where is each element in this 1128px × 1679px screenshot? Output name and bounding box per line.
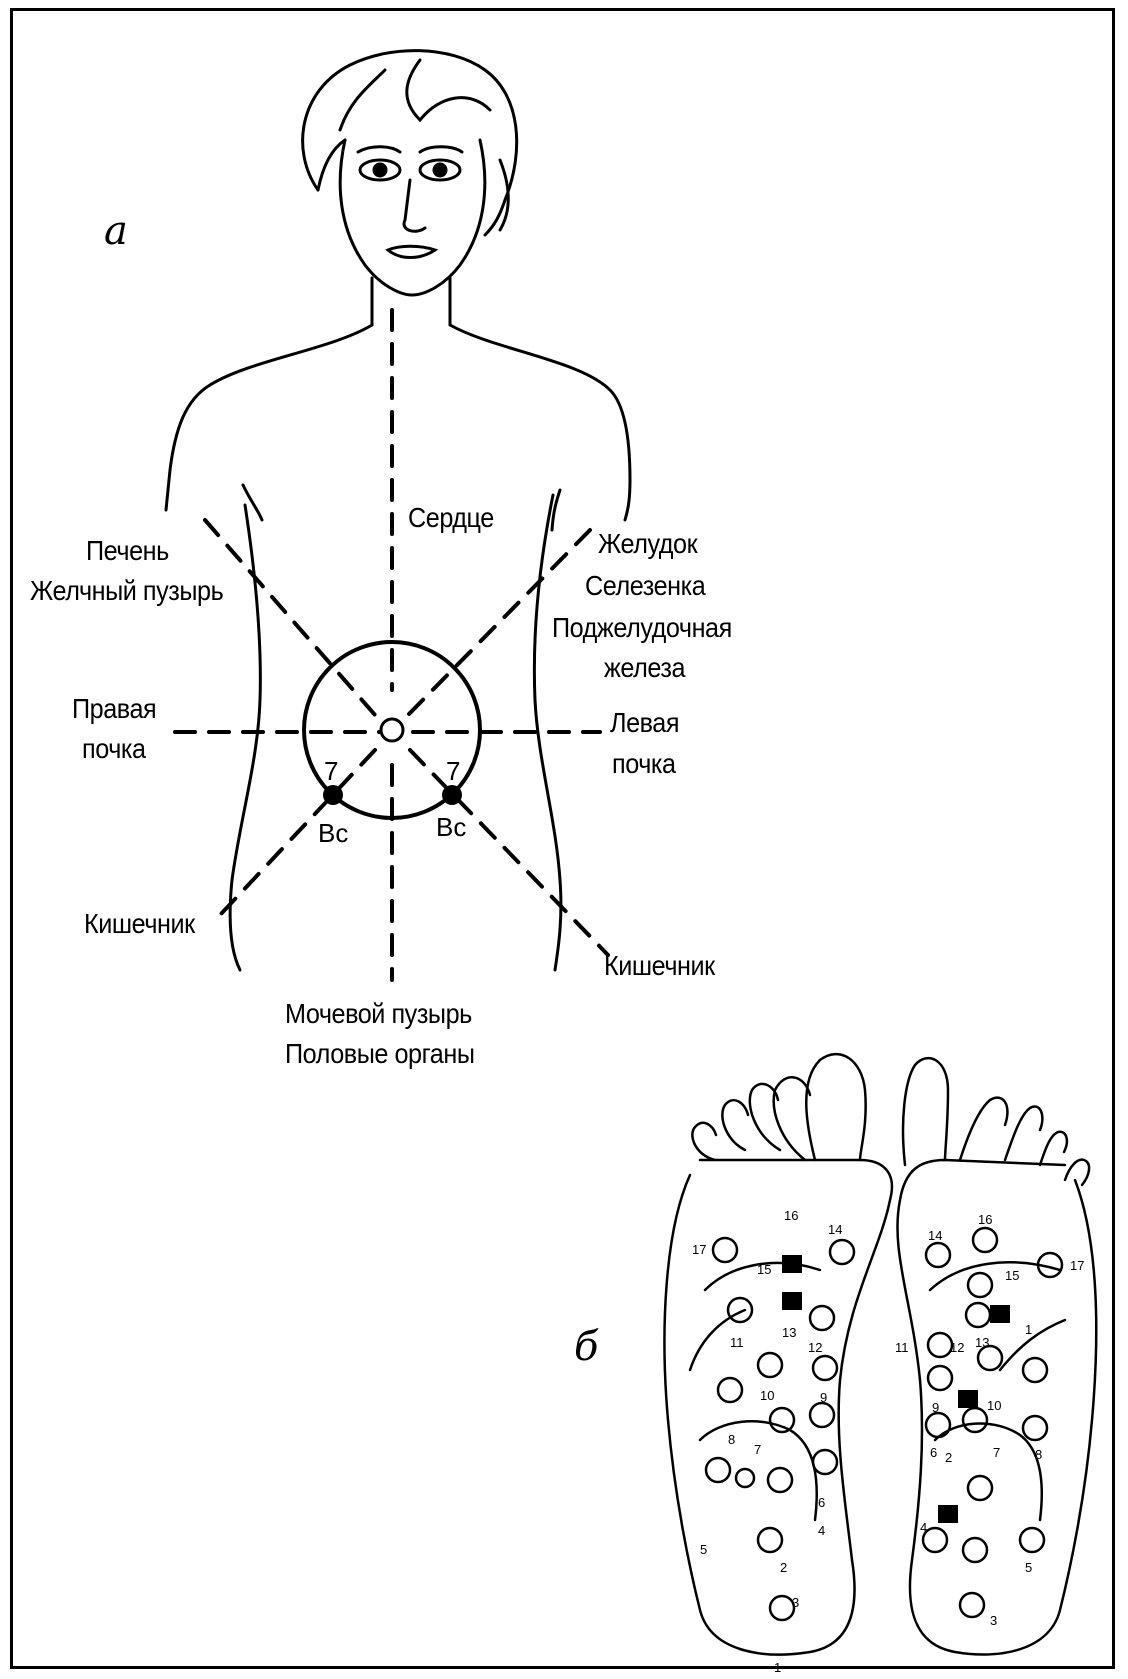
line-lower-left [220, 750, 375, 915]
right-foot-num-1: 1 [1025, 1322, 1032, 1337]
line-upper-left [205, 520, 375, 715]
right-foot-num-15: 15 [1005, 1268, 1019, 1283]
navel-sun-icon [381, 719, 403, 741]
torso-outline-left [166, 325, 372, 510]
left-foot-outline [664, 1160, 891, 1655]
left-foot-num-9: 9 [820, 1390, 827, 1405]
right-foot-num-6: 6 [930, 1445, 937, 1460]
label-intestine-right: Кишечник [604, 950, 715, 982]
label-heart: Сердце [408, 502, 494, 534]
left-foot-num-12: 12 [808, 1340, 822, 1355]
face-outline [340, 140, 485, 295]
left-foot-num-10: 10 [760, 1388, 774, 1403]
left-foot-num-13: 13 [782, 1325, 796, 1340]
right-foot-num-11: 11 [895, 1340, 909, 1355]
right-foot-num-7: 7 [993, 1445, 1000, 1460]
left-foot-num-6: 6 [818, 1495, 825, 1510]
label-stomach: Желудок [598, 528, 697, 560]
left-foot-num-14: 14 [828, 1222, 842, 1237]
label-intestine-left: Кишечник [84, 908, 195, 940]
right-foot-points [923, 1228, 1062, 1617]
torso-outline-right [450, 325, 630, 520]
right-foot-num-14: 14 [928, 1228, 942, 1243]
right-foot-num-10: 10 [987, 1398, 1001, 1413]
label-pancreas-2: железа [604, 652, 685, 684]
left-foot-num-11: 11 [730, 1335, 744, 1350]
mouth-icon [388, 246, 435, 257]
left-foot-num-1: 1 [774, 1660, 781, 1675]
panel-label-a: а [104, 208, 128, 254]
right-big-toe [903, 1058, 948, 1165]
acupoint-right-code: Вс [436, 812, 466, 843]
label-left-kidney-1: Левая [610, 707, 679, 739]
left-foot-num-8: 8 [728, 1432, 735, 1447]
right-foot-num-4: 4 [920, 1520, 927, 1535]
label-right-kidney-2: почка [82, 733, 146, 765]
line-lower-right [410, 750, 608, 955]
human-figure [166, 51, 630, 970]
left-foot-num-2: 2 [780, 1560, 787, 1575]
right-foot-num-3: 3 [990, 1613, 997, 1628]
left-foot-num-4: 4 [818, 1523, 825, 1538]
left-big-toe [806, 1054, 865, 1160]
acupoint-left-number: 7 [324, 756, 338, 787]
label-liver: Печень [86, 535, 169, 567]
panel-label-b: б [574, 1324, 598, 1370]
label-bladder: Мочевой пузырь [285, 998, 472, 1030]
left-foot-num-3: 3 [792, 1595, 799, 1610]
acupoint-left-code: Вс [318, 818, 348, 849]
left-foot-num-15: 15 [757, 1262, 771, 1277]
acupoint-left [323, 785, 343, 805]
label-right-kidney-1: Правая [72, 693, 156, 725]
right-foot-num-16: 16 [978, 1212, 992, 1227]
label-pancreas-1: Поджелудочная [552, 612, 732, 644]
right-foot-num-13: 13 [975, 1335, 989, 1350]
left-foot-num-5: 5 [700, 1542, 707, 1557]
label-spleen: Селезенка [585, 570, 705, 602]
acupoint-right [442, 785, 462, 805]
acupoint-right-number: 7 [446, 756, 460, 787]
right-foot-num-2: 2 [945, 1450, 952, 1465]
right-foot-num-5: 5 [1025, 1560, 1032, 1575]
label-genitals: Половые органы [285, 1038, 475, 1070]
label-left-kidney-2: почка [612, 748, 676, 780]
left-foot-num-16: 16 [784, 1208, 798, 1223]
left-foot-num-17: 17 [692, 1242, 706, 1257]
right-foot-num-9: 9 [932, 1400, 939, 1415]
right-foot-num-12: 12 [950, 1340, 964, 1355]
dashed-lines [175, 310, 608, 980]
label-gallbladder: Желчный пузырь [30, 575, 223, 607]
right-foot-num-8: 8 [1035, 1447, 1042, 1462]
left-foot-num-7: 7 [754, 1442, 761, 1457]
right-foot-num-17: 17 [1070, 1258, 1084, 1273]
nose-icon [404, 180, 425, 231]
